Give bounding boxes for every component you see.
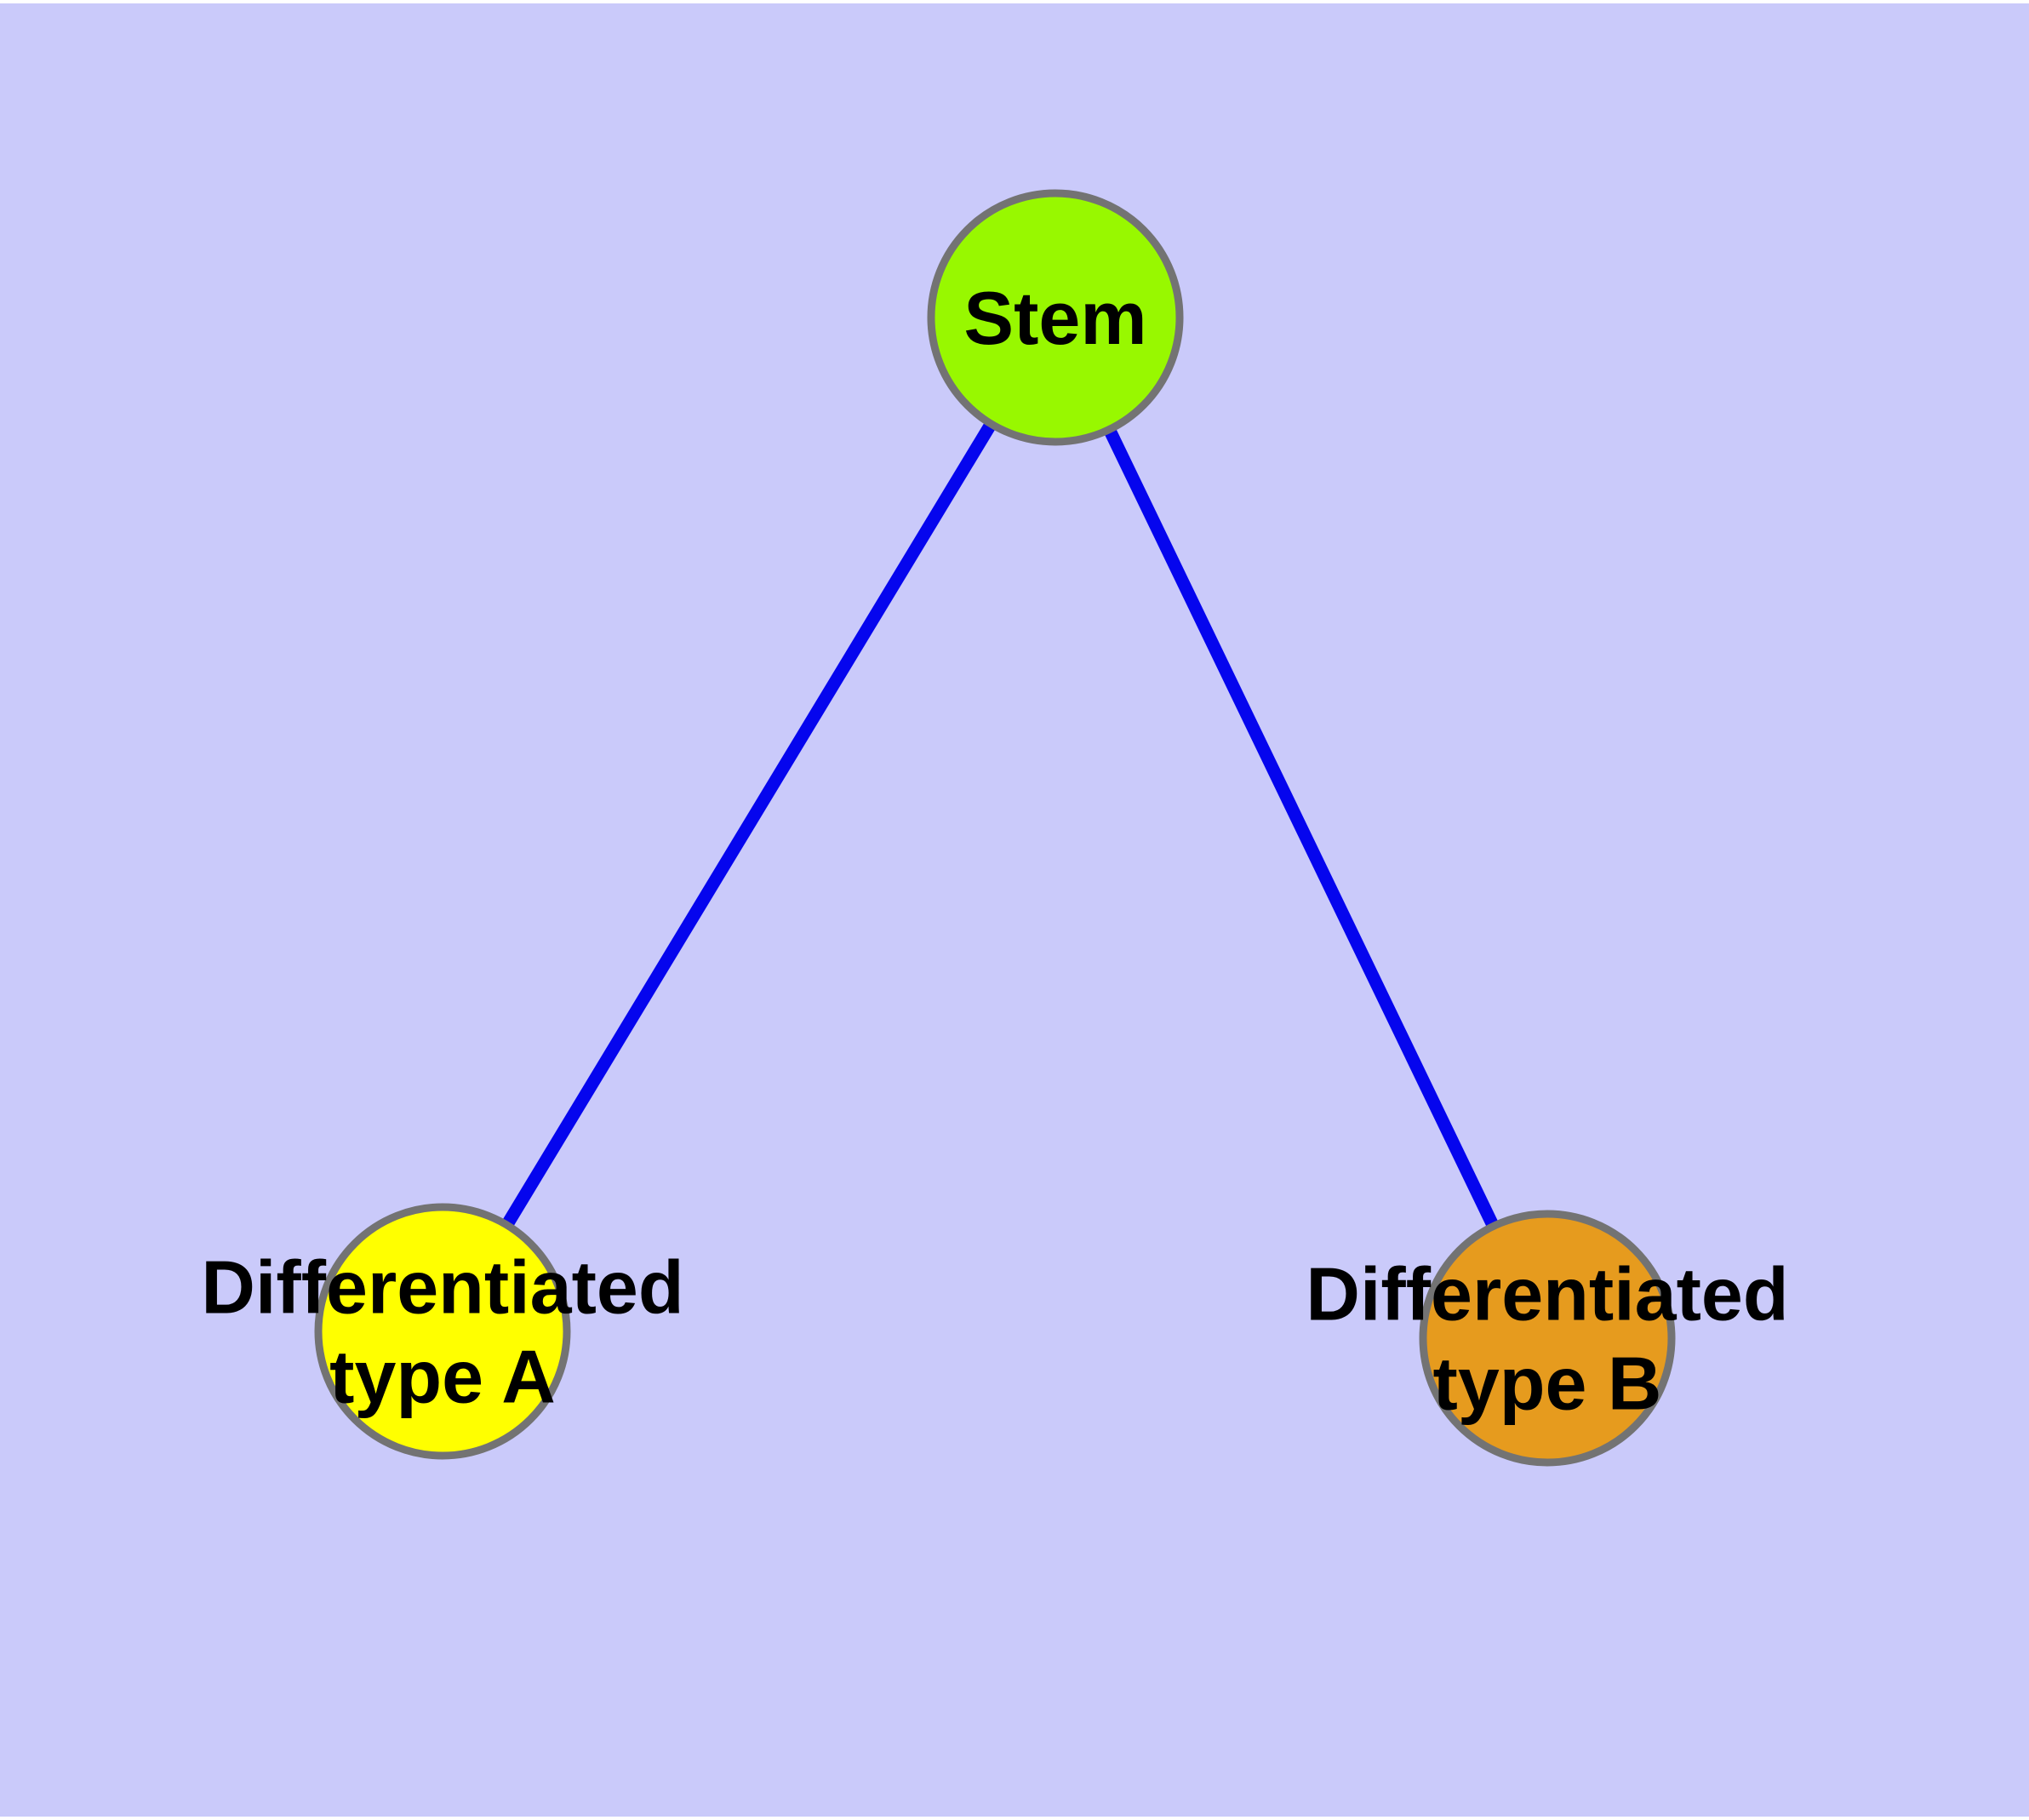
edges-layer [437,314,1553,1342]
edge-stem-to-type-b [1049,314,1553,1342]
node-type-a-label-line-1: Differentiated [201,1245,683,1329]
node-stem-circle [927,189,1184,446]
nodes-layer [314,189,1676,1467]
node-stem-label: Stem [963,276,1146,360]
node-type-b-circle [1419,1210,1676,1467]
edge-stem-to-type-a [437,314,1061,1335]
node-stem-label-line-1: Stem [963,276,1146,360]
node-type-a-circle [314,1203,571,1460]
node-type-b-label-line-2: type B [1433,1341,1662,1425]
node-type-a-label-line-2: type A [329,1334,556,1418]
node-type-b-label-line-1: Differentiated [1306,1251,1788,1336]
